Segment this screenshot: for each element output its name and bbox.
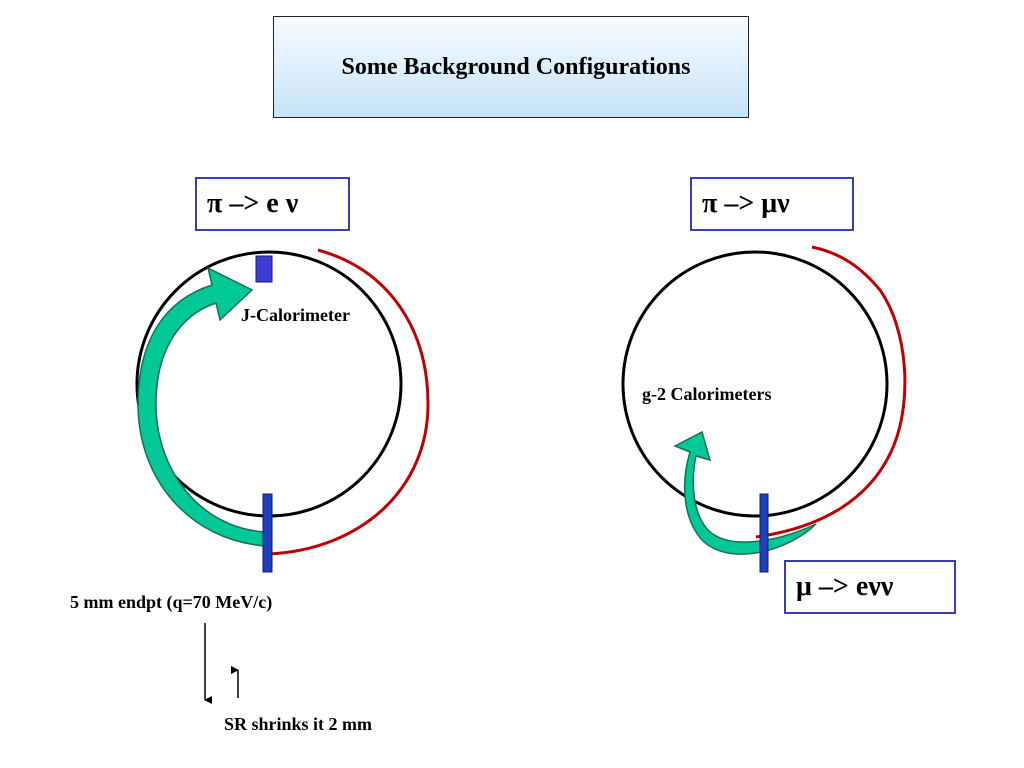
right-electron-arrow — [673, 430, 817, 555]
sr-shrinks-label: SR shrinks it 2 mm — [224, 714, 373, 734]
left-positron-arrow — [137, 266, 266, 547]
muon-to-electron-label: μ –> eνν — [796, 571, 894, 602]
left-storage-ring — [135, 250, 403, 518]
left-decay-trajectory — [267, 248, 430, 556]
j-calorimeter-label: J-Calorimeter — [241, 305, 350, 325]
pion-to-electron-box: π –> e ν — [195, 177, 350, 231]
muon-to-electron-box: μ –> eνν — [784, 560, 956, 614]
right-detector-bar — [759, 493, 769, 573]
pion-to-muon-box: π –> μν — [690, 177, 854, 231]
slide-title: Some Background Configurations — [341, 53, 691, 80]
endpoint-label: 5 mm endpt (q=70 MeV/c) — [70, 592, 273, 612]
title-box: Some Background Configurations — [273, 16, 749, 118]
pion-to-electron-label: π –> e ν — [207, 188, 299, 219]
j-calorimeter-block — [255, 255, 273, 283]
right-decay-trajectory — [755, 245, 907, 539]
right-storage-ring — [621, 250, 889, 518]
left-detector-bar — [262, 493, 273, 573]
pion-to-muon-label: π –> μν — [702, 188, 790, 219]
g2-calorimeters-label: g-2 Calorimeters — [642, 384, 772, 404]
